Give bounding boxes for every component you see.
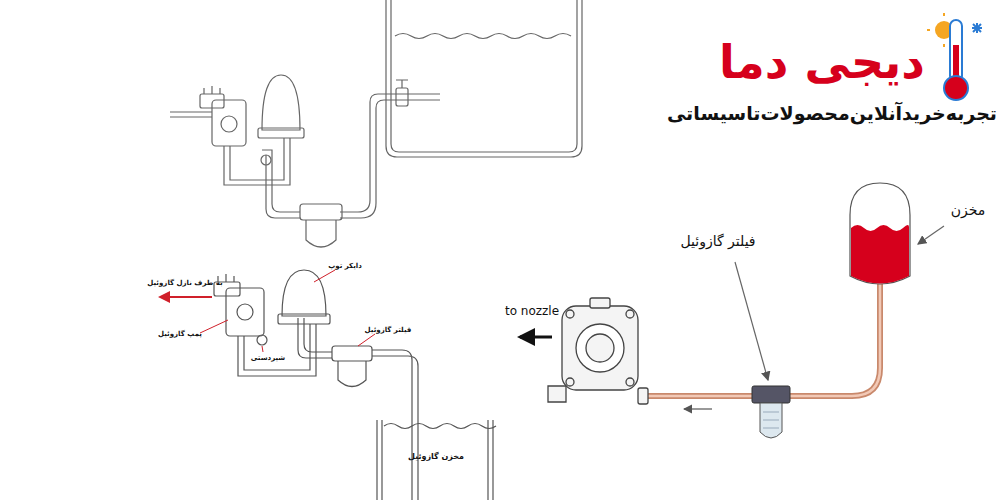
filter-label: فیلتر گازوئیل [680, 233, 755, 249]
part-label: به طرف نازل گازوئیل [147, 279, 222, 287]
tank-body: مخزن گازوئیل [384, 440, 488, 474]
part-label: پمپ گازوئیل [158, 330, 202, 338]
tank-label: مخزن [951, 202, 986, 218]
part-label: دایکر توپ [328, 262, 362, 270]
nozzle-label: to nozzle [505, 305, 559, 319]
part-label: شیردستی [251, 354, 286, 362]
brand-name: دیجی دما [719, 36, 925, 89]
part-label: فیلتر گازوئیل [365, 326, 412, 334]
brand-tagline: تجربه‌خریدآنلاین‌محصولات‌تاسیساتی [667, 103, 997, 125]
node-text: مخزن گازوئیل [408, 452, 464, 461]
